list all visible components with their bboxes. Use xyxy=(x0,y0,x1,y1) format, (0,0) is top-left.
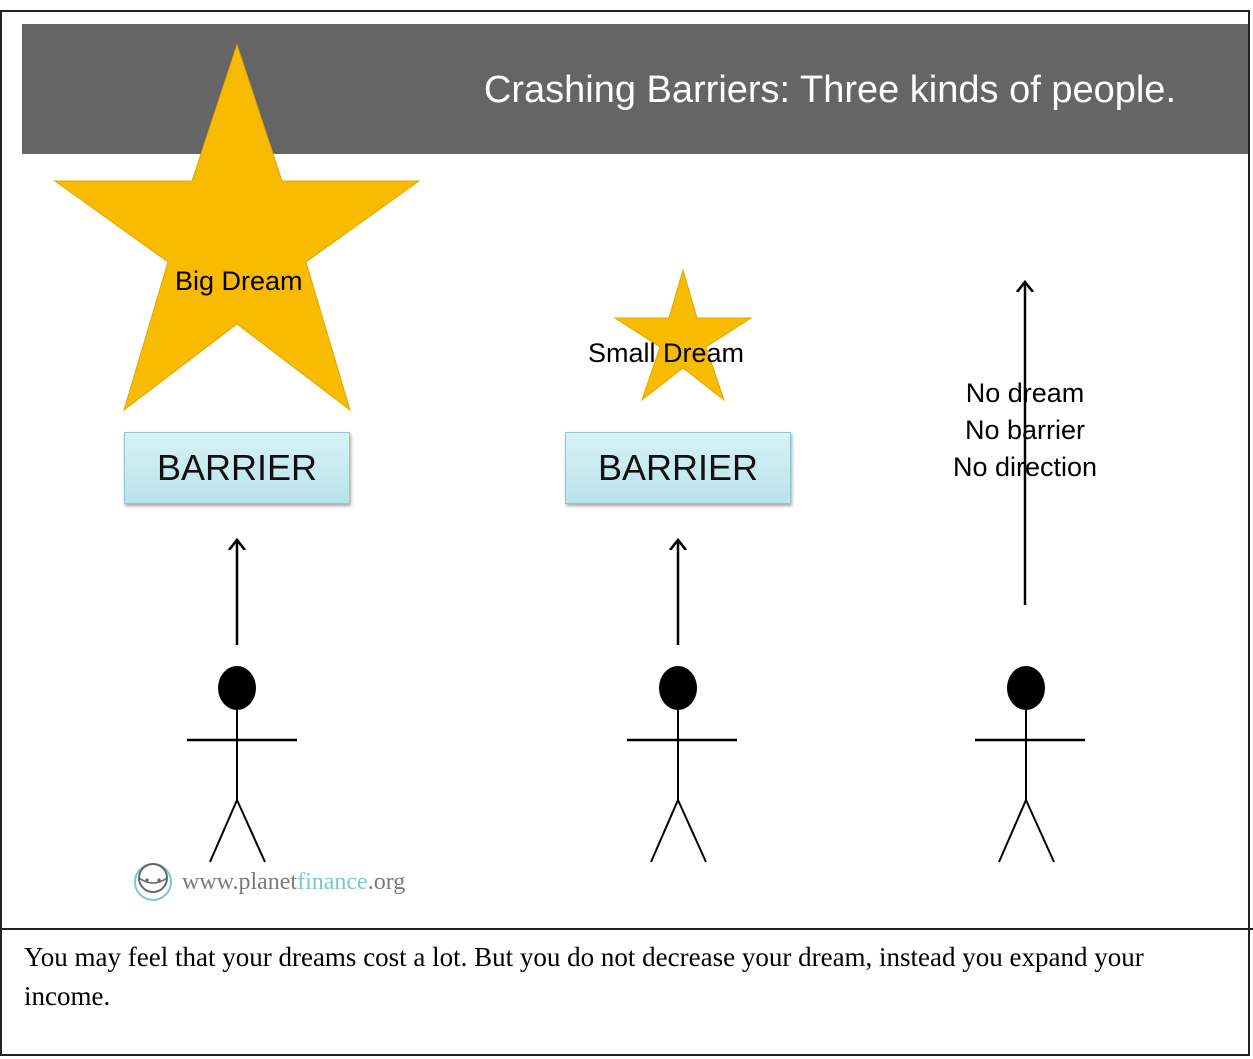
table-border xyxy=(0,10,1250,1056)
row-divider xyxy=(0,928,1253,930)
barrier-box-left: BARRIER xyxy=(124,432,350,504)
big-dream-label: Big Dream xyxy=(175,266,303,296)
no-barrier-line: No barrier xyxy=(964,415,1086,445)
barrier-label-left: BARRIER xyxy=(156,447,318,488)
logo-url: www.planetfinance.org xyxy=(182,868,406,895)
barrier-box-middle: BARRIER xyxy=(565,432,791,504)
barrier-label-middle: BARRIER xyxy=(597,447,759,488)
big-star-shape xyxy=(53,43,421,412)
no-dream-line: No dream xyxy=(965,378,1085,408)
stick-figure-right xyxy=(975,666,1085,863)
stick-figure-middle xyxy=(627,666,737,863)
stick-figure-left xyxy=(187,666,297,863)
no-direction-line: No direction xyxy=(952,452,1098,482)
slide-title: Crashing Barriers: Three kinds of people… xyxy=(483,69,1176,111)
no-dream-text: No dream No barrier No direction xyxy=(930,375,1120,486)
planetfinance-logo: www.planetfinance.org xyxy=(130,858,405,906)
small-dream-label: Small Dream xyxy=(588,338,745,368)
small-star-shape xyxy=(613,268,753,402)
globe-logo-icon xyxy=(134,863,172,901)
caption-text: You may feel that your dreams cost a lot… xyxy=(24,942,1144,1011)
slide-illustration xyxy=(53,43,1085,863)
